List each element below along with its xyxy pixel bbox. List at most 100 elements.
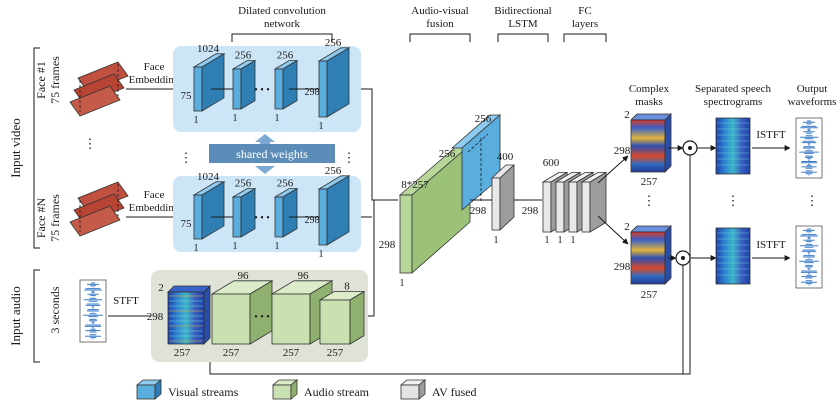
fusion-height: 298 [379,239,396,251]
fusion-visual-256a: 256 [475,113,492,125]
header-fc-1: FC [578,5,591,17]
shared-weights: shared weights [209,134,335,174]
face1-label: Face #1 [34,61,48,99]
visual-blocks-1-one-1: 1 [194,115,199,126]
legend-fused: AV fused [399,379,477,400]
mask1-height: 298 [614,145,631,157]
header-fc-2: layers [572,18,598,30]
visual-blocks-1-one-3: 1 [275,113,280,124]
audio-width-4: 257 [327,347,344,359]
header-fc-bracket [563,33,607,42]
fusion-one: 1 [400,278,405,289]
header-separated-1: Separated speech [695,83,772,95]
seconds-label: 3 seconds [48,286,62,333]
sep-dots: ⋮ [727,193,740,208]
lstm-one: 1 [494,235,499,246]
audio-stft-label: STFT [113,295,139,307]
visual-blocks-2-one-3: 1 [275,241,280,252]
fc-one-2: 1 [558,235,563,246]
mask1-width: 257 [641,176,658,188]
header-output-1: Output [797,83,828,95]
skip-connection [209,155,691,375]
visual-blocks-2-block-1 [192,181,226,240]
face-embedding-1b: Embedding [129,74,180,86]
legend-visual: Visual streams [135,379,239,400]
istft-label-2: ISTFT [756,239,786,251]
header-dilated-conv-2: network [264,18,301,30]
header-separated-2: spectrograms [704,96,763,108]
header-bilstm-1: Bidirectional [494,5,551,17]
header-av-fusion-1: Audio-visual [411,5,468,17]
visual-blocks-2-one-1: 1 [194,243,199,254]
audio-block-1 [210,280,274,345]
face-embedding-2a: Face [144,189,165,201]
visual-blocks-2-block-3 [273,187,299,238]
legend-visual-label: Visual streams [168,385,239,399]
lstm-height: 298 [470,205,487,217]
mask2-top: 2 [624,221,630,233]
shared-weights-label: shared weights [236,147,308,161]
visual-blocks-1-dim-1: 1024 [197,43,220,55]
faces-dots: ⋮ [84,136,97,151]
visual-blocks-1-height: 75 [181,90,193,102]
visual-blocks-2-one-2: 1 [233,241,238,252]
output-waveform-1 [795,117,823,179]
visual-blocks-1-one-2: 1 [233,113,238,124]
input-video-bracket [33,47,40,249]
shared-weights-box [209,144,335,163]
header-complex-masks-2: masks [635,96,663,108]
fc-600: 600 [543,157,560,169]
face-embedding-2b: Embedding [129,202,180,214]
audio-waveform [79,279,107,343]
header-dilated-bracket [231,33,333,42]
face-stack-1 [69,61,129,117]
complex-mask-1 [630,113,672,173]
header-av-bracket [409,33,471,42]
fusion-concat: 8*257 [401,179,429,191]
separated-spectrogram-2 [715,227,751,285]
istft-label-1: ISTFT [756,129,786,141]
visual-blocks-1-dim-3: 256 [277,50,294,62]
visual-blocks-1-block-3 [273,59,299,110]
fc-height: 298 [522,205,539,217]
audio-dim-2: 96 [298,270,310,282]
fc-to-mask-1 [597,155,629,184]
connector-audio [368,200,375,317]
visual-blocks-2-last-height: 298 [305,215,320,226]
masks-dots: ⋮ [643,193,656,208]
fusion-visual-256b: 256 [439,148,456,160]
visual-blocks-2-block-2 [231,187,257,238]
fc-one-3: 1 [571,235,576,246]
fc-block-4 [580,171,608,233]
fusion-block [398,114,502,274]
audio-block-3 [318,290,366,345]
visual-blocks-1-block-4 [317,47,351,118]
face1-frames: 75 frames [48,56,62,104]
input-video-label: Input video [8,118,23,178]
fc-one-1: 1 [545,235,550,246]
separated-spectrogram-1 [715,117,751,175]
audio-width-3: 257 [283,347,300,359]
visual-dots-left: ⋮ [180,150,193,165]
visual-blocks-2-dim-4: 256 [325,165,342,177]
faceN-label: Face #N [34,198,48,239]
visual-blocks-2-dim-1: 1024 [197,171,220,183]
visual-blocks-1-block-2 [231,59,257,110]
audio-height: 298 [147,311,164,323]
visual-blocks-2-dim-3: 256 [277,178,294,190]
legend-fused-label: AV fused [432,385,477,399]
out-dots: ⋮ [806,193,819,208]
header-output-2: waveforms [788,96,837,108]
lstm-400: 400 [497,151,514,163]
audio-dim-3: 8 [344,281,350,293]
visual-blocks-1-dots: • • • [254,85,270,96]
side-labels: Input video Input audio Face #1 75 frame… [8,47,62,363]
header-bilstm-2: LSTM [508,18,538,30]
fc-to-mask-2 [597,215,629,245]
mask2-height: 298 [614,261,631,273]
output-waveform-2 [795,225,823,289]
visual-blocks-1-one-4: 1 [319,121,324,132]
